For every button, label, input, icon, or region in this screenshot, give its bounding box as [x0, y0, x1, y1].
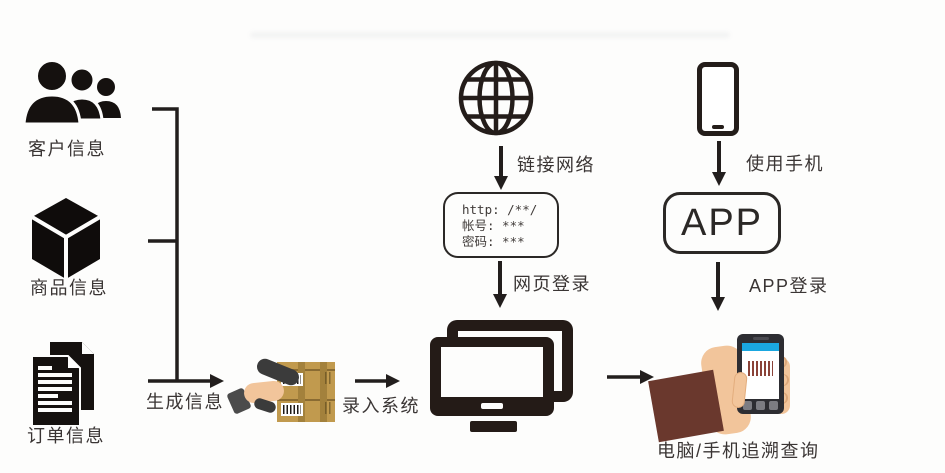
link-network-label: 链接网络	[517, 155, 595, 175]
login-box-url: http: /**/	[462, 202, 538, 217]
box-tape	[320, 362, 327, 392]
web-login-label: 网页登录	[513, 274, 591, 294]
phone-home-slot	[712, 125, 724, 129]
web-login-box: http: /**/ 帐号: *** 密码: ***	[443, 192, 559, 258]
globe-icon	[458, 60, 534, 136]
hand-phone-icon	[645, 328, 800, 443]
arm-sleeve	[648, 369, 724, 443]
monitor-front	[430, 337, 554, 416]
box-tape	[320, 392, 327, 422]
web-login-arrowhead	[493, 294, 507, 308]
box-flap-line	[277, 399, 335, 401]
app-box-label: APP	[680, 201, 764, 244]
order-info-label: 订单信息	[27, 426, 105, 446]
phone-button	[743, 401, 752, 410]
phone-icon	[697, 62, 739, 136]
monitor-to-hand-arrowhead	[640, 370, 654, 384]
cardboard-box-bottom	[277, 392, 335, 422]
watermark-smudge	[250, 32, 730, 38]
login-box-password: 密码: ***	[462, 234, 525, 249]
box-mark	[325, 372, 331, 384]
generate-info-label: 生成信息	[146, 392, 224, 412]
box-mark	[325, 402, 331, 414]
people-icon	[22, 60, 121, 126]
use-phone-arrowhead	[712, 172, 726, 186]
box-flap-line	[277, 369, 335, 371]
box-barcode	[281, 403, 303, 416]
scanner-boxes-icon	[226, 352, 346, 427]
phone-screen-header	[742, 343, 779, 351]
trace-query-label: 电脑/手机追溯查询	[657, 441, 820, 461]
cube-icon	[30, 198, 102, 279]
customer-info-label: 客户信息	[28, 139, 106, 159]
phone-screen	[742, 343, 779, 399]
monitor-screen	[441, 347, 543, 397]
login-box-account: 帐号: ***	[462, 218, 525, 233]
product-info-label: 商品信息	[30, 278, 108, 298]
entry-arrowhead	[386, 374, 400, 388]
app-box: APP	[663, 192, 781, 254]
monitor-slot	[481, 403, 503, 409]
phone-speaker	[752, 337, 769, 340]
phone-barcode	[748, 361, 773, 376]
generate-arrowhead	[210, 374, 224, 388]
bracket-line	[148, 107, 179, 381]
monitor-stand	[470, 421, 517, 432]
globe-arrowhead	[494, 176, 508, 190]
app-login-label: APP登录	[749, 276, 829, 296]
monitor-icon	[428, 316, 578, 436]
use-phone-label: 使用手机	[746, 154, 824, 174]
entry-system-label: 录入系统	[342, 396, 420, 416]
documents-icon	[31, 342, 94, 427]
app-login-arrowhead	[711, 297, 725, 311]
phone-button	[756, 401, 765, 410]
phone-button	[769, 401, 778, 410]
